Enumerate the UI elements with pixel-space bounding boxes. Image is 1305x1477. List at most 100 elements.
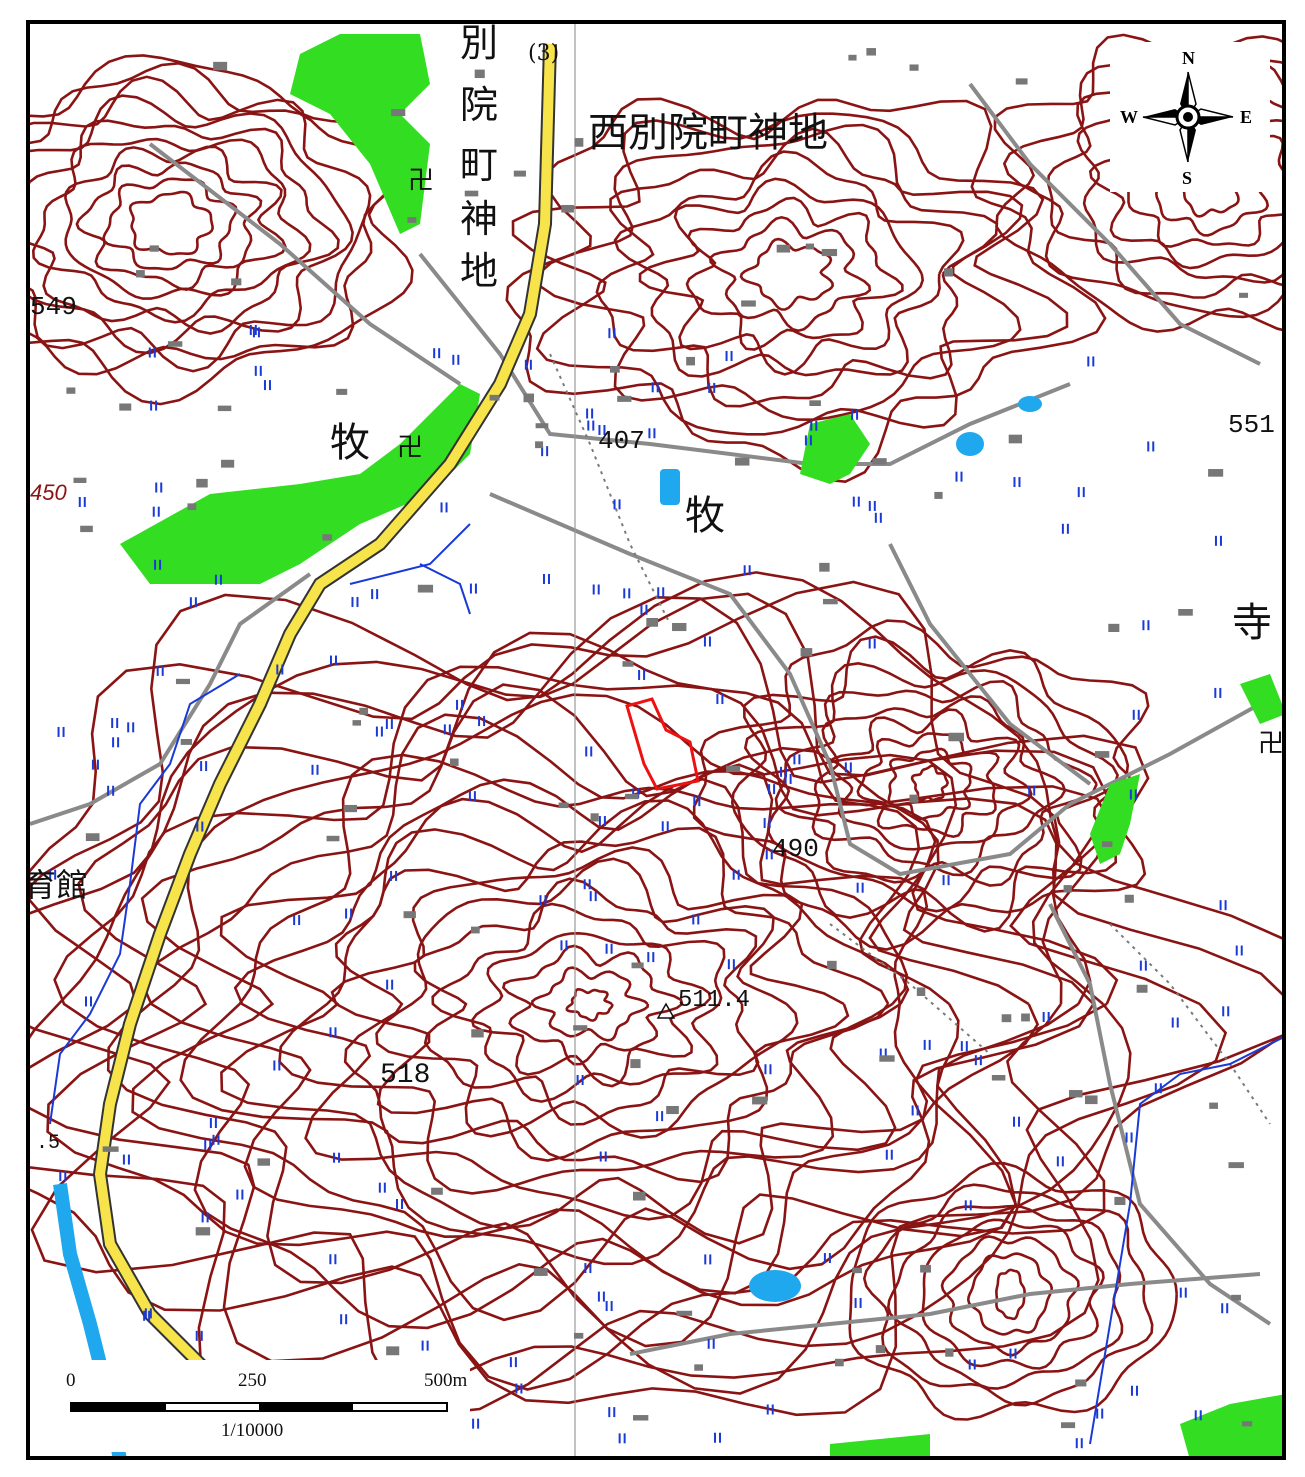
svg-text:別: 別: [460, 24, 498, 65]
contour-line: [30, 75, 372, 373]
contour-line: [46, 631, 1113, 1391]
scale-tick-0: 0: [66, 1370, 76, 1391]
contour-line: [811, 695, 1067, 877]
contour-line: [730, 635, 1130, 933]
contour-line: [856, 732, 1000, 839]
contour-line: [106, 693, 1119, 1348]
contour-line: [565, 987, 614, 1022]
compass-east-label: E: [1240, 107, 1252, 127]
contour-line: [993, 33, 1282, 333]
compass-north-label: N: [1182, 48, 1195, 68]
dotted-paths: [549, 353, 1271, 1125]
contour-line: [887, 747, 973, 821]
triangulation-point-icon: [656, 1002, 676, 1019]
scale-bar: [70, 1402, 448, 1412]
temple-symbols: 卍 卍 卍: [397, 166, 1284, 759]
compass-rose: N S E W: [1110, 42, 1270, 192]
building-symbols: [54, 46, 1254, 1448]
contour-line: [505, 97, 1107, 484]
contour-line: [30, 94, 354, 355]
temple-icon: 卍: [397, 433, 423, 463]
elevation-label: 490: [772, 834, 819, 864]
contour-line: [827, 708, 1033, 851]
elevation-label: .5: [36, 1132, 60, 1155]
compass-icon: N S E W: [1120, 48, 1252, 188]
contour-line: [278, 799, 910, 1195]
elevation-label: 511.4: [678, 987, 750, 1014]
topographic-map[interactable]: 卍 卍 卍 西別院町神地 別 院 町 神 地 (3) 牧 牧 寺 育館 549 …: [26, 20, 1286, 1460]
place-label-tera: 寺: [1232, 600, 1272, 646]
contour-line: [685, 196, 904, 351]
scale-tick-250: 250: [238, 1370, 267, 1391]
contour-line: [375, 857, 799, 1139]
place-label-ikukan: 育館: [30, 866, 88, 904]
contour-line: [995, 1268, 1026, 1321]
contour-line: [31, 137, 312, 324]
main-road-fill: [94, 43, 555, 1428]
elevation-label: 407: [598, 426, 645, 456]
ponds: [660, 396, 1042, 1302]
district-label-horizontal: 西別院町神地: [588, 110, 828, 156]
contour-line: [530, 966, 649, 1042]
forest-areas: [120, 34, 1282, 1456]
contour-elevation-label: 450: [30, 480, 67, 505]
compass-west-label: W: [1120, 107, 1138, 127]
scale-tick-500: 500m: [424, 1370, 468, 1391]
place-label-maki-left: 牧: [330, 420, 370, 466]
contour-line: [30, 595, 1132, 1395]
scale-bar-legend: 0 250 500m 1/10000: [36, 1360, 470, 1452]
survey-boundary[interactable]: [625, 697, 700, 791]
elevation-label: 549: [30, 292, 77, 322]
contour-line: [30, 571, 1282, 1432]
contour-line: [511, 112, 1069, 436]
scale-segment: [72, 1404, 166, 1410]
contour-line: [470, 931, 712, 1088]
contour-line: [692, 619, 1150, 951]
contour-line: [219, 763, 929, 1245]
contour-line: [233, 777, 909, 1221]
contour-line: [179, 753, 960, 1266]
compass-south-label: S: [1182, 168, 1192, 188]
district-label-vertical: 別 院 町 神 地: [460, 24, 498, 293]
contour-line: [75, 161, 263, 291]
contour-line: [102, 177, 238, 271]
temple-icon: 卍: [408, 166, 434, 196]
contour-line: [886, 1204, 1124, 1390]
scale-ratio: 1/10000: [221, 1420, 284, 1441]
contour-line: [708, 215, 872, 333]
elevation-label: 551: [1228, 410, 1275, 440]
contour-line: [1076, 76, 1282, 284]
contour-line: [638, 177, 925, 376]
map-canvas: 卍 卍 卍 西別院町神地 別 院 町 神 地 (3) 牧 牧 寺 育館 549 …: [30, 24, 1284, 1456]
contour-line: [431, 902, 726, 1103]
contour-line: [131, 683, 1095, 1322]
contour-line: [910, 764, 949, 802]
svg-text:地: 地: [460, 249, 498, 293]
temple-icon: 卍: [1258, 729, 1284, 759]
contour-line: [64, 145, 287, 300]
road-number-label: (3): [528, 41, 559, 66]
gray-roads: [30, 82, 1272, 1356]
contour-line: [595, 127, 999, 408]
contour-line: [940, 1235, 1080, 1357]
scale-segment: [352, 1404, 446, 1410]
contour-line: [613, 150, 965, 378]
contour-line: [128, 190, 214, 256]
streams: [49, 523, 1282, 1445]
scale-segment: [165, 1404, 259, 1410]
contour-line: [30, 54, 417, 406]
contour-line: [848, 1161, 1178, 1421]
contour-line: [501, 944, 684, 1066]
scale-segment: [259, 1404, 353, 1410]
contour-line: [966, 1252, 1054, 1336]
contour-line: [30, 61, 404, 376]
contour-lines: [30, 33, 1282, 1432]
svg-text:院: 院: [460, 83, 498, 127]
contour-line: [30, 119, 340, 335]
place-label-maki-center: 牧: [685, 493, 725, 539]
elevation-label: 518: [380, 1060, 430, 1091]
svg-text:神: 神: [460, 197, 498, 241]
contour-line: [921, 1218, 1105, 1370]
svg-text:町: 町: [460, 143, 498, 187]
contour-line: [743, 661, 1120, 913]
